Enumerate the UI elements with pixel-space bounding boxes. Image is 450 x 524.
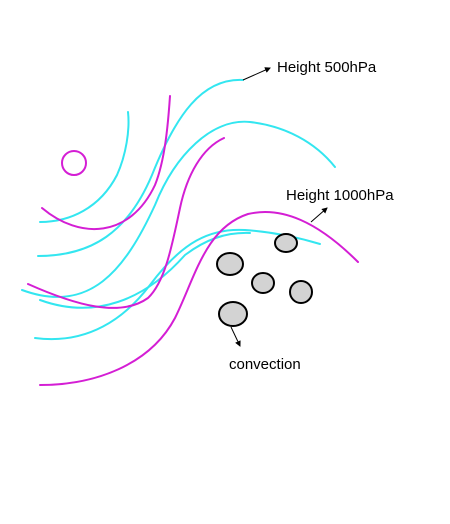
convection-cell — [251, 272, 275, 294]
convection-cell — [216, 252, 244, 276]
label-convection: convection — [229, 356, 301, 373]
contour-500-line-2 — [37, 78, 244, 257]
contour-500-line-5 — [39, 231, 251, 309]
height-500-contours — [21, 78, 336, 341]
pointer-1000 — [310, 207, 328, 223]
contour-500-line-4 — [34, 228, 321, 341]
convection-cells — [216, 233, 313, 327]
contour-500-line-3 — [21, 120, 336, 298]
contour-500-line-1 — [39, 111, 130, 223]
pointer-500 — [242, 67, 271, 81]
contour-1000-line-2 — [27, 137, 225, 309]
label-height-500: Height 500hPa — [277, 59, 377, 76]
convection-cell — [289, 280, 313, 304]
convection-cell — [218, 301, 248, 327]
pointer-convection — [230, 326, 241, 347]
contour-1000-line-1 — [41, 95, 171, 230]
convection-cell — [274, 233, 298, 253]
label-height-1000: Height 1000hPa — [286, 187, 394, 204]
height-1000-contours — [27, 95, 359, 386]
contour-1000-line-3 — [39, 211, 359, 386]
closed-low-circle — [61, 150, 87, 176]
label-pointers — [230, 67, 328, 347]
